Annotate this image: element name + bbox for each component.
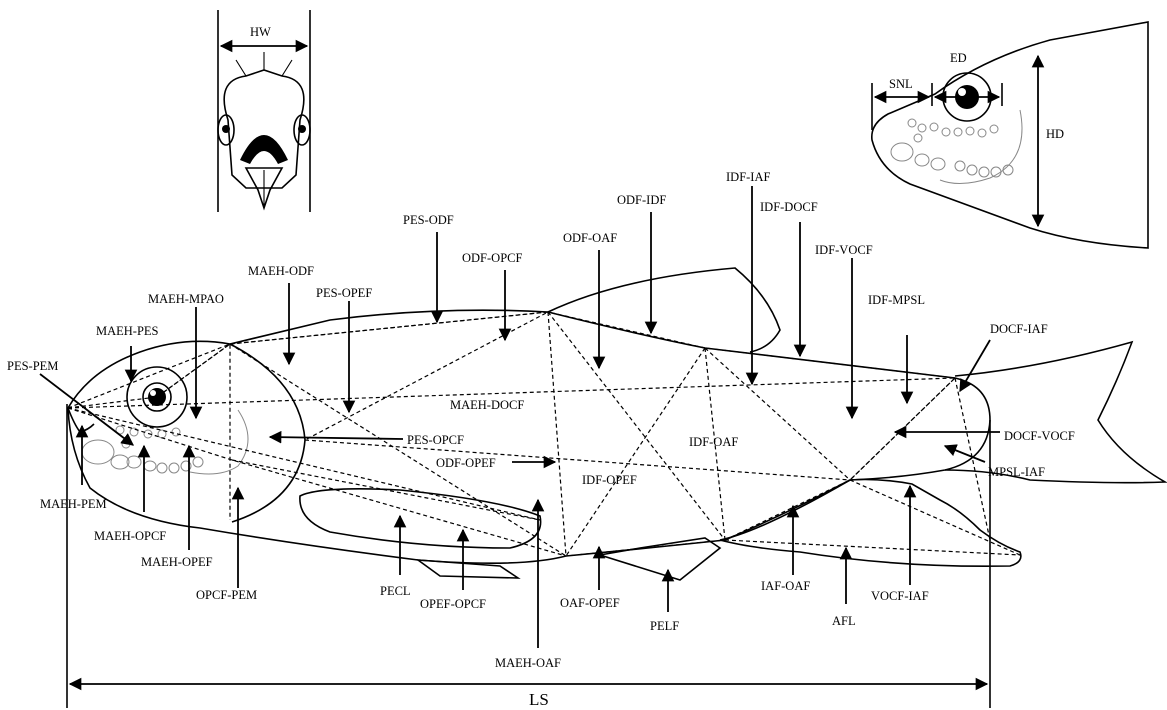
idf-oaf-label: IDF-OAF: [689, 435, 738, 449]
ls-label: LS: [529, 690, 549, 709]
idf-docf-label: IDF-DOCF: [760, 200, 818, 214]
ed-label: ED: [950, 51, 967, 65]
odf-opcf-label: ODF-OPCF: [462, 251, 522, 265]
maeh-odf-label: MAEH-ODF: [248, 264, 314, 278]
truss-network: [67, 311, 1021, 557]
opcf-pem-label: OPCF-PEM: [196, 588, 257, 602]
odf-opef-label: ODF-OPEF: [436, 456, 496, 470]
maeh-pes-label: MAEH-PES: [96, 324, 159, 338]
pes-pem-label: PES-PEM: [7, 359, 58, 373]
head-lateral-view: SNL ED HD: [871, 21, 1149, 249]
idf-vocf-label: IDF-VOCF: [815, 243, 873, 257]
hw-label: HW: [250, 25, 271, 39]
idf-iaf-label: IDF-IAF: [726, 170, 770, 184]
odf-oaf-label: ODF-OAF: [563, 231, 617, 245]
iaf-oaf-label: IAF-OAF: [761, 579, 810, 593]
maeh-opef-label: MAEH-OPEF: [141, 555, 213, 569]
maeh-oaf-label: MAEH-OAF: [495, 656, 561, 670]
fish-lateral-body: [67, 267, 1167, 581]
oaf-opef-label: OAF-OPEF: [560, 596, 620, 610]
vocf-iaf-label: VOCF-IAF: [871, 589, 929, 603]
pes-odf-label: PES-ODF: [403, 213, 454, 227]
snl-label: SNL: [889, 77, 913, 91]
odf-idf-label: ODF-IDF: [617, 193, 666, 207]
pes-opcf-label: PES-OPCF: [407, 433, 464, 447]
hd-label: HD: [1046, 127, 1064, 141]
idf-mpsl-label: IDF-MPSL: [868, 293, 925, 307]
docf-vocf-label: DOCF-VOCF: [1004, 429, 1075, 443]
ls-measurement: LS: [66, 404, 991, 709]
pelf-label: PELF: [650, 619, 679, 633]
truss-labels: PES-ODF ODF-IDF IDF-IAF IDF-DOCF ODF-OAF…: [7, 170, 1075, 670]
afl-label: AFL: [832, 614, 856, 628]
maeh-opcf-label: MAEH-OPCF: [94, 529, 166, 543]
head-front-view: HW: [217, 10, 311, 212]
opef-opcf-label: OPEF-OPCF: [420, 597, 486, 611]
maeh-docf-label: MAEH-DOCF: [450, 398, 524, 412]
idf-opef-label: IDF-OPEF: [582, 473, 637, 487]
docf-iaf-label: DOCF-IAF: [990, 322, 1048, 336]
maeh-mpao-label: MAEH-MPAO: [148, 292, 224, 306]
pecl-label: PECL: [380, 584, 411, 598]
mpsl-iaf-label: MPSL-IAF: [988, 465, 1045, 479]
maeh-pem-label: MAEH-PEM: [40, 497, 107, 511]
pes-opef-label: PES-OPEF: [316, 286, 372, 300]
